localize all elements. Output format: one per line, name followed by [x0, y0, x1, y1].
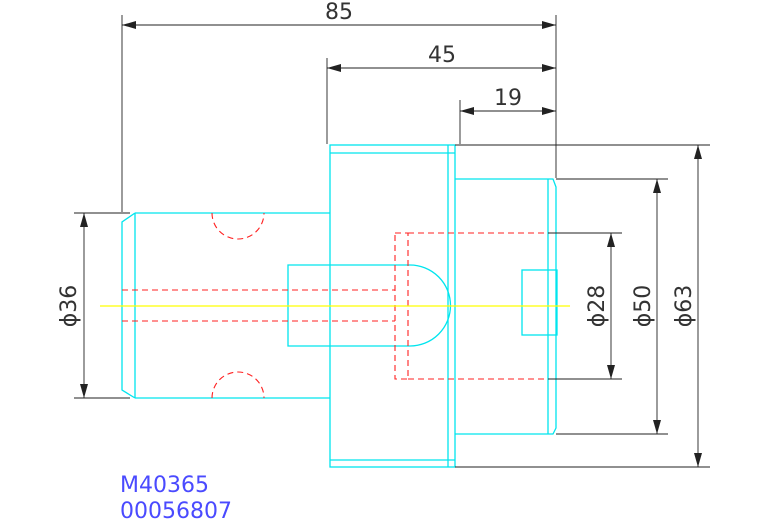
part-code: M40365	[120, 473, 209, 498]
dim-tip-length: 19	[494, 86, 522, 111]
dim-shank-diameter: ϕ36	[57, 285, 82, 328]
hidden-cross-hole-bottom	[211, 371, 265, 399]
key-outline	[287, 264, 452, 347]
shank-outline	[121, 212, 330, 399]
hidden-cross-hole-top	[211, 212, 265, 240]
dim-overall-length: 85	[325, 0, 353, 25]
arrowheads	[80, 21, 702, 467]
serial-number: 00056807	[120, 499, 232, 523]
dim-tip-diameter: ϕ50	[631, 285, 656, 328]
tip-outline	[455, 178, 557, 435]
dimension-lines	[74, 15, 710, 468]
dim-head-diameter: ϕ63	[672, 285, 697, 328]
dim-head-length: 45	[428, 43, 456, 68]
dim-bore-diameter: ϕ28	[585, 285, 610, 328]
tip-slot	[521, 269, 558, 336]
